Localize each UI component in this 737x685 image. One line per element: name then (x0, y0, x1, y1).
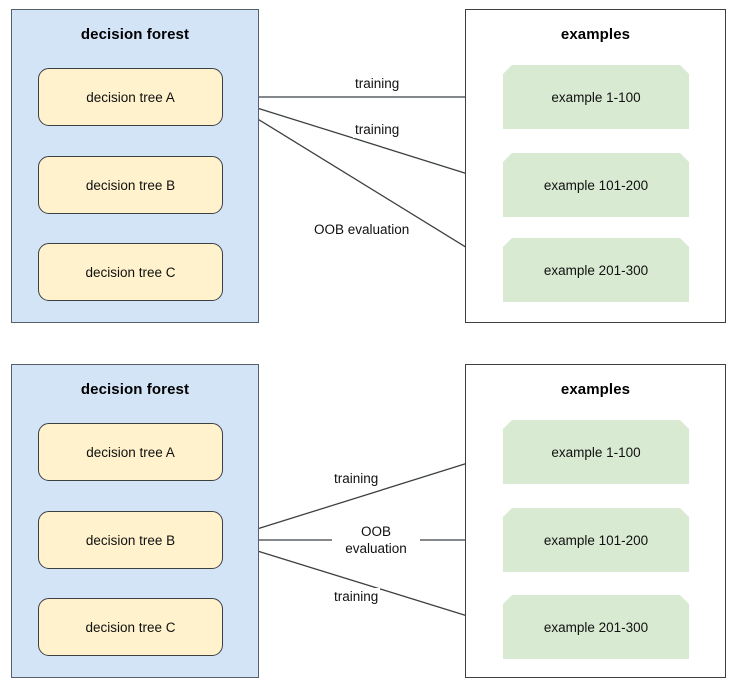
tree-node-label: decision tree B (85, 177, 176, 193)
panel-top: decision forest decision tree A decision… (11, 9, 726, 323)
tree-node-decision-tree-b-bottom[interactable]: decision tree B (38, 511, 223, 569)
edge-label-training-2-top: training (353, 121, 402, 138)
example-node-label: example 1-100 (551, 444, 641, 460)
example-node-201-300-top[interactable]: example 201-300 (503, 238, 689, 302)
example-node-1-100-top[interactable]: example 1-100 (503, 65, 689, 129)
example-node-201-300-bottom[interactable]: example 201-300 (503, 595, 689, 659)
edge-label-oob-evaluation-bottom: OOB evaluation (332, 523, 420, 557)
edge-label-line-1: OOB (360, 524, 391, 539)
examples-title-top: examples (560, 26, 631, 43)
tree-node-label: decision tree A (86, 89, 175, 105)
example-node-label: example 201-300 (543, 262, 649, 278)
forest-title-top: decision forest (80, 26, 190, 43)
forest-title-bottom: decision forest (80, 381, 190, 398)
tree-node-label: decision tree C (85, 619, 176, 635)
panel-bottom: decision forest decision tree A decision… (0, 343, 737, 685)
edge-label-training-2-bottom: training (332, 588, 381, 605)
tree-node-label: decision tree A (86, 444, 175, 460)
tree-node-decision-tree-c-top[interactable]: decision tree C (38, 243, 223, 301)
examples-title-bottom: examples (560, 381, 631, 398)
example-node-label: example 101-200 (543, 177, 649, 193)
tree-node-decision-tree-b-top[interactable]: decision tree B (38, 156, 223, 214)
tree-node-decision-tree-a-bottom[interactable]: decision tree A (38, 423, 223, 481)
example-node-label: example 201-300 (543, 619, 649, 635)
example-node-101-200-top[interactable]: example 101-200 (503, 153, 689, 217)
edge-label-line-2: evaluation (345, 541, 407, 556)
tree-node-decision-tree-c-bottom[interactable]: decision tree C (38, 598, 223, 656)
edge-label-training-1-bottom: training (332, 470, 381, 487)
example-node-1-100-bottom[interactable]: example 1-100 (503, 420, 689, 484)
example-node-label: example 101-200 (543, 532, 649, 548)
example-node-label: example 1-100 (551, 89, 641, 105)
edge-label-training-1-top: training (353, 75, 402, 92)
edge-label-oob-evaluation-top: OOB evaluation (312, 221, 412, 238)
tree-node-label: decision tree C (85, 264, 176, 280)
tree-node-decision-tree-a-top[interactable]: decision tree A (38, 68, 223, 126)
tree-node-label: decision tree B (85, 532, 176, 548)
example-node-101-200-bottom[interactable]: example 101-200 (503, 508, 689, 572)
